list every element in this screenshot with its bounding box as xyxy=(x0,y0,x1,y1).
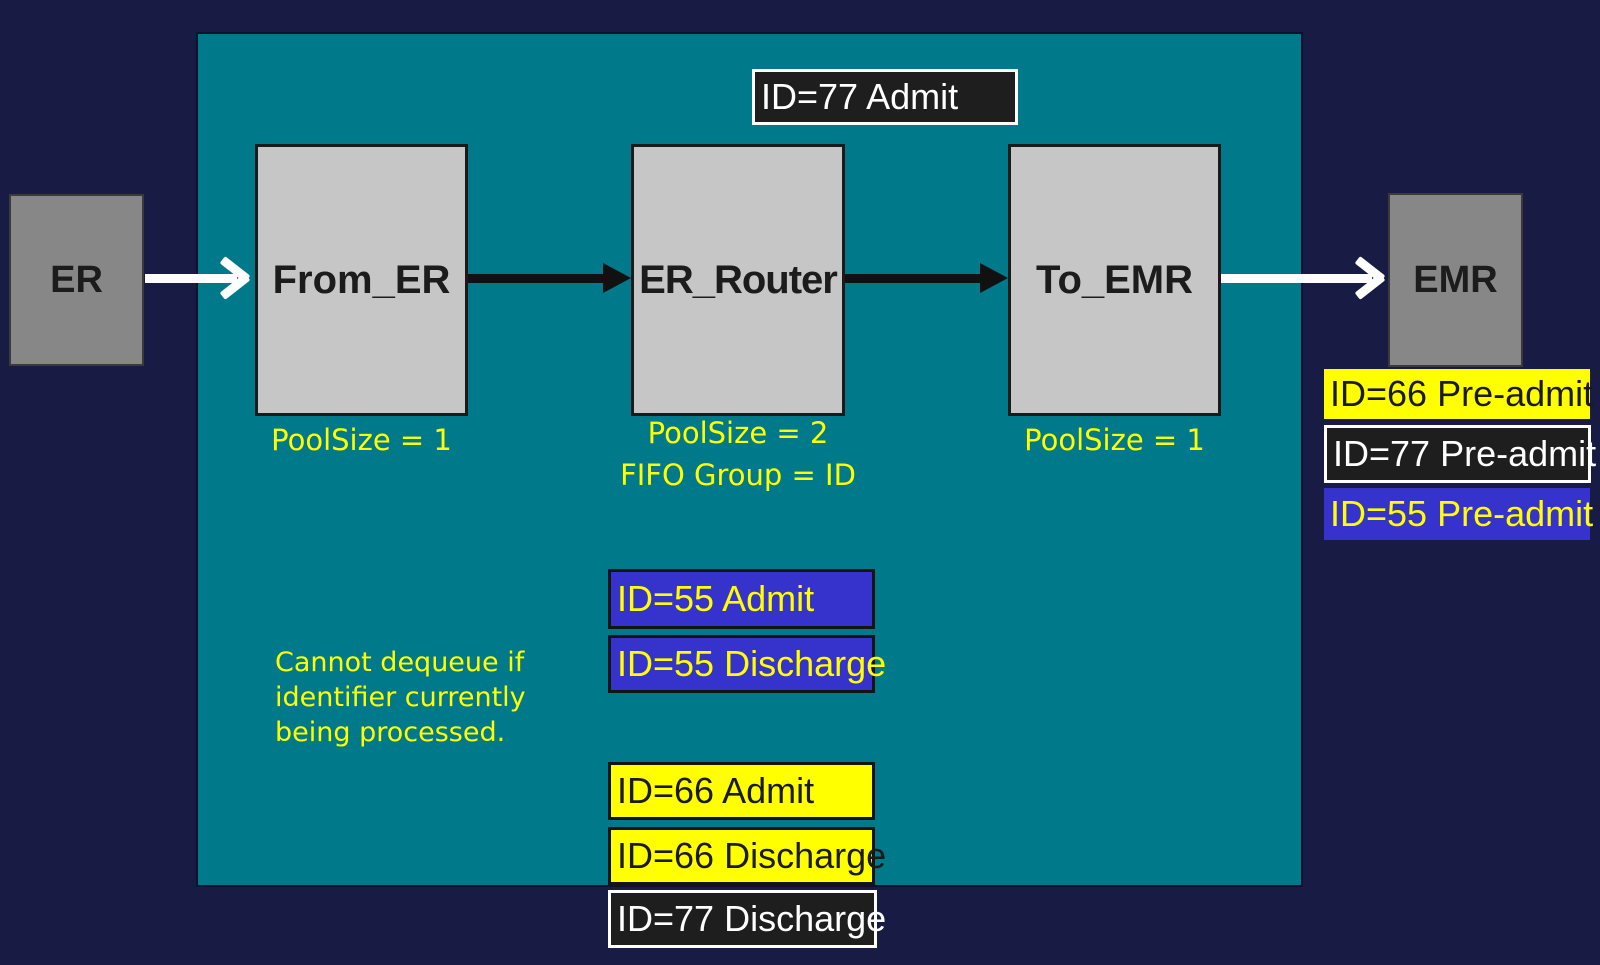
message-id55-admit[interactable]: ID=55 Admit xyxy=(608,569,875,629)
message-id77-discharge[interactable]: ID=77 Discharge xyxy=(608,890,886,948)
message-id66-admit[interactable]: ID=66 Admit xyxy=(608,762,875,820)
message-id55-discharge[interactable]: ID=55 Discharge xyxy=(608,635,886,693)
message-id77-preadmit[interactable]: ID=77 Pre-admit xyxy=(1324,425,1596,483)
pool-size-label-er-router: PoolSize = 2 FIFO Group = ID xyxy=(578,412,898,496)
node-emr[interactable]: EMR xyxy=(1388,193,1523,367)
note-line-1: Cannot dequeue if xyxy=(275,647,525,678)
pool-size-label-from-er: PoolSize = 1 xyxy=(271,423,452,457)
pool-size-line: PoolSize = 2 xyxy=(647,416,829,450)
note-line-3: being processed. xyxy=(275,717,506,748)
message-id66-discharge[interactable]: ID=66 Discharge xyxy=(608,827,886,885)
dequeue-note: Cannot dequeue if identifier currently b… xyxy=(275,645,575,750)
node-er[interactable]: ER xyxy=(9,194,144,366)
note-line-2: identifier currently xyxy=(275,682,526,713)
node-from-er[interactable]: From_ER xyxy=(255,144,468,416)
message-id77-admit[interactable]: ID=77 Admit xyxy=(752,69,1018,125)
node-to-emr[interactable]: To_EMR xyxy=(1008,144,1221,416)
node-er-router[interactable]: ER_Router xyxy=(631,144,845,416)
fifo-group-line: FIFO Group = ID xyxy=(620,458,856,492)
message-id66-preadmit[interactable]: ID=66 Pre-admit xyxy=(1324,369,1593,419)
pool-size-label-to-emr: PoolSize = 1 xyxy=(1024,423,1205,457)
message-id55-preadmit[interactable]: ID=55 Pre-admit xyxy=(1324,488,1593,540)
